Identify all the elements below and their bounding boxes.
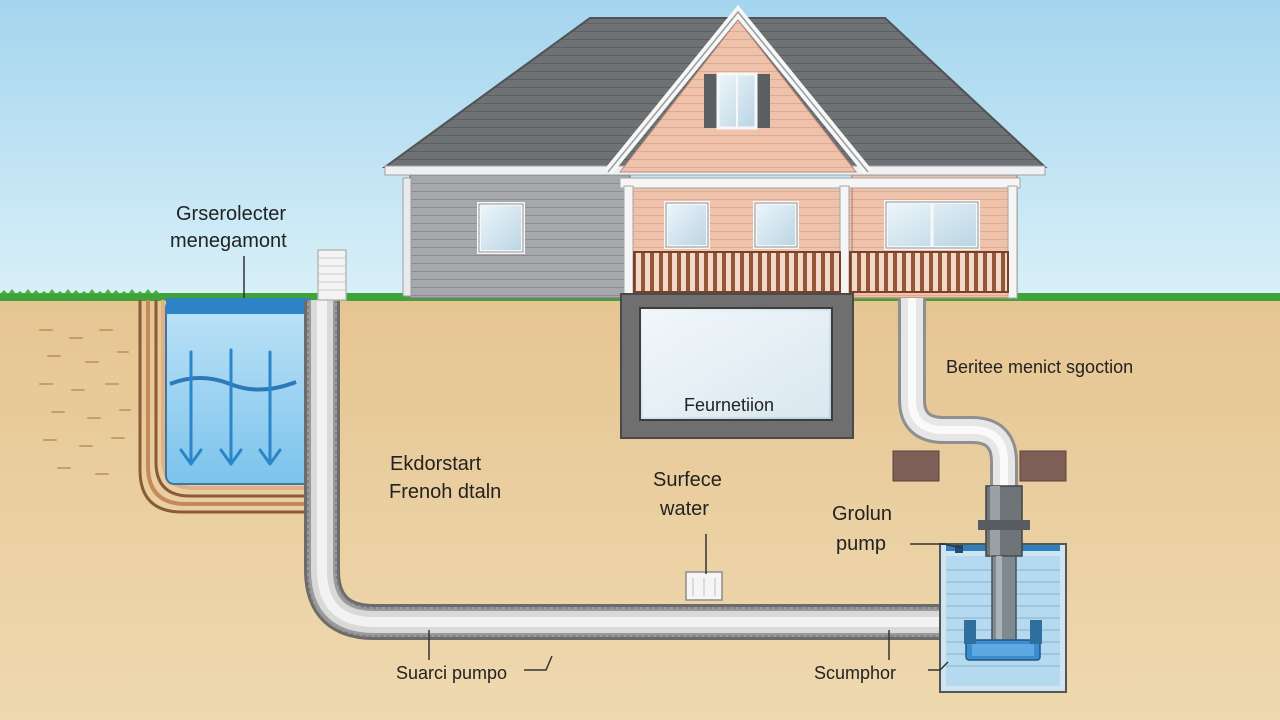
porch-beam — [619, 177, 1021, 189]
label-groundwater-line1: Grserolecter — [176, 203, 287, 225]
porch-window-2 — [753, 201, 799, 249]
porch-window-1 — [664, 201, 710, 249]
label-sump-pit: Scumphor — [814, 663, 897, 683]
sump-pump — [964, 485, 1042, 661]
right-wing-window — [884, 200, 980, 250]
porch-post-right — [1007, 185, 1018, 299]
groundwater-trench — [138, 300, 316, 514]
label-surface-line1: Surfece — [653, 469, 722, 491]
porch-railing-right — [849, 251, 1009, 293]
discharge-pipe — [898, 298, 1018, 490]
attic-window — [704, 72, 770, 130]
label-ground-pump-line1: Grolun — [832, 503, 893, 525]
porch-post-left — [623, 185, 634, 299]
gable-trim-edge — [607, 10, 869, 173]
label-foundation: Feurnetiion — [684, 395, 775, 415]
label-surface-line2: water — [660, 498, 709, 520]
vent-riser-ribs — [318, 257, 346, 291]
downspout — [402, 177, 412, 297]
porch-railing-left — [633, 251, 841, 293]
pipe-clamp-left — [892, 450, 940, 482]
label-ground-pump-line2: pump — [836, 533, 887, 555]
leader-lines — [243, 256, 963, 671]
label-basement-section: Beritee menict sgoction — [946, 357, 1134, 377]
label-sump-pump-bottom: Suarci pumpo — [396, 663, 508, 683]
pipe-clamp-right — [1019, 450, 1067, 482]
house — [381, 4, 1048, 299]
label-exterior-line1: Ekdorstart — [390, 453, 482, 475]
porch-post-mid — [839, 185, 850, 299]
label-exterior-line2: Frenoh dtaln — [389, 481, 502, 503]
down-arrow-icon — [179, 348, 282, 466]
foundation-block — [620, 293, 854, 439]
label-groundwater-line2: menegamont — [170, 230, 287, 252]
soil-texture — [39, 329, 131, 475]
left-wing-window — [477, 202, 525, 254]
french-drain-pipe — [304, 300, 960, 640]
